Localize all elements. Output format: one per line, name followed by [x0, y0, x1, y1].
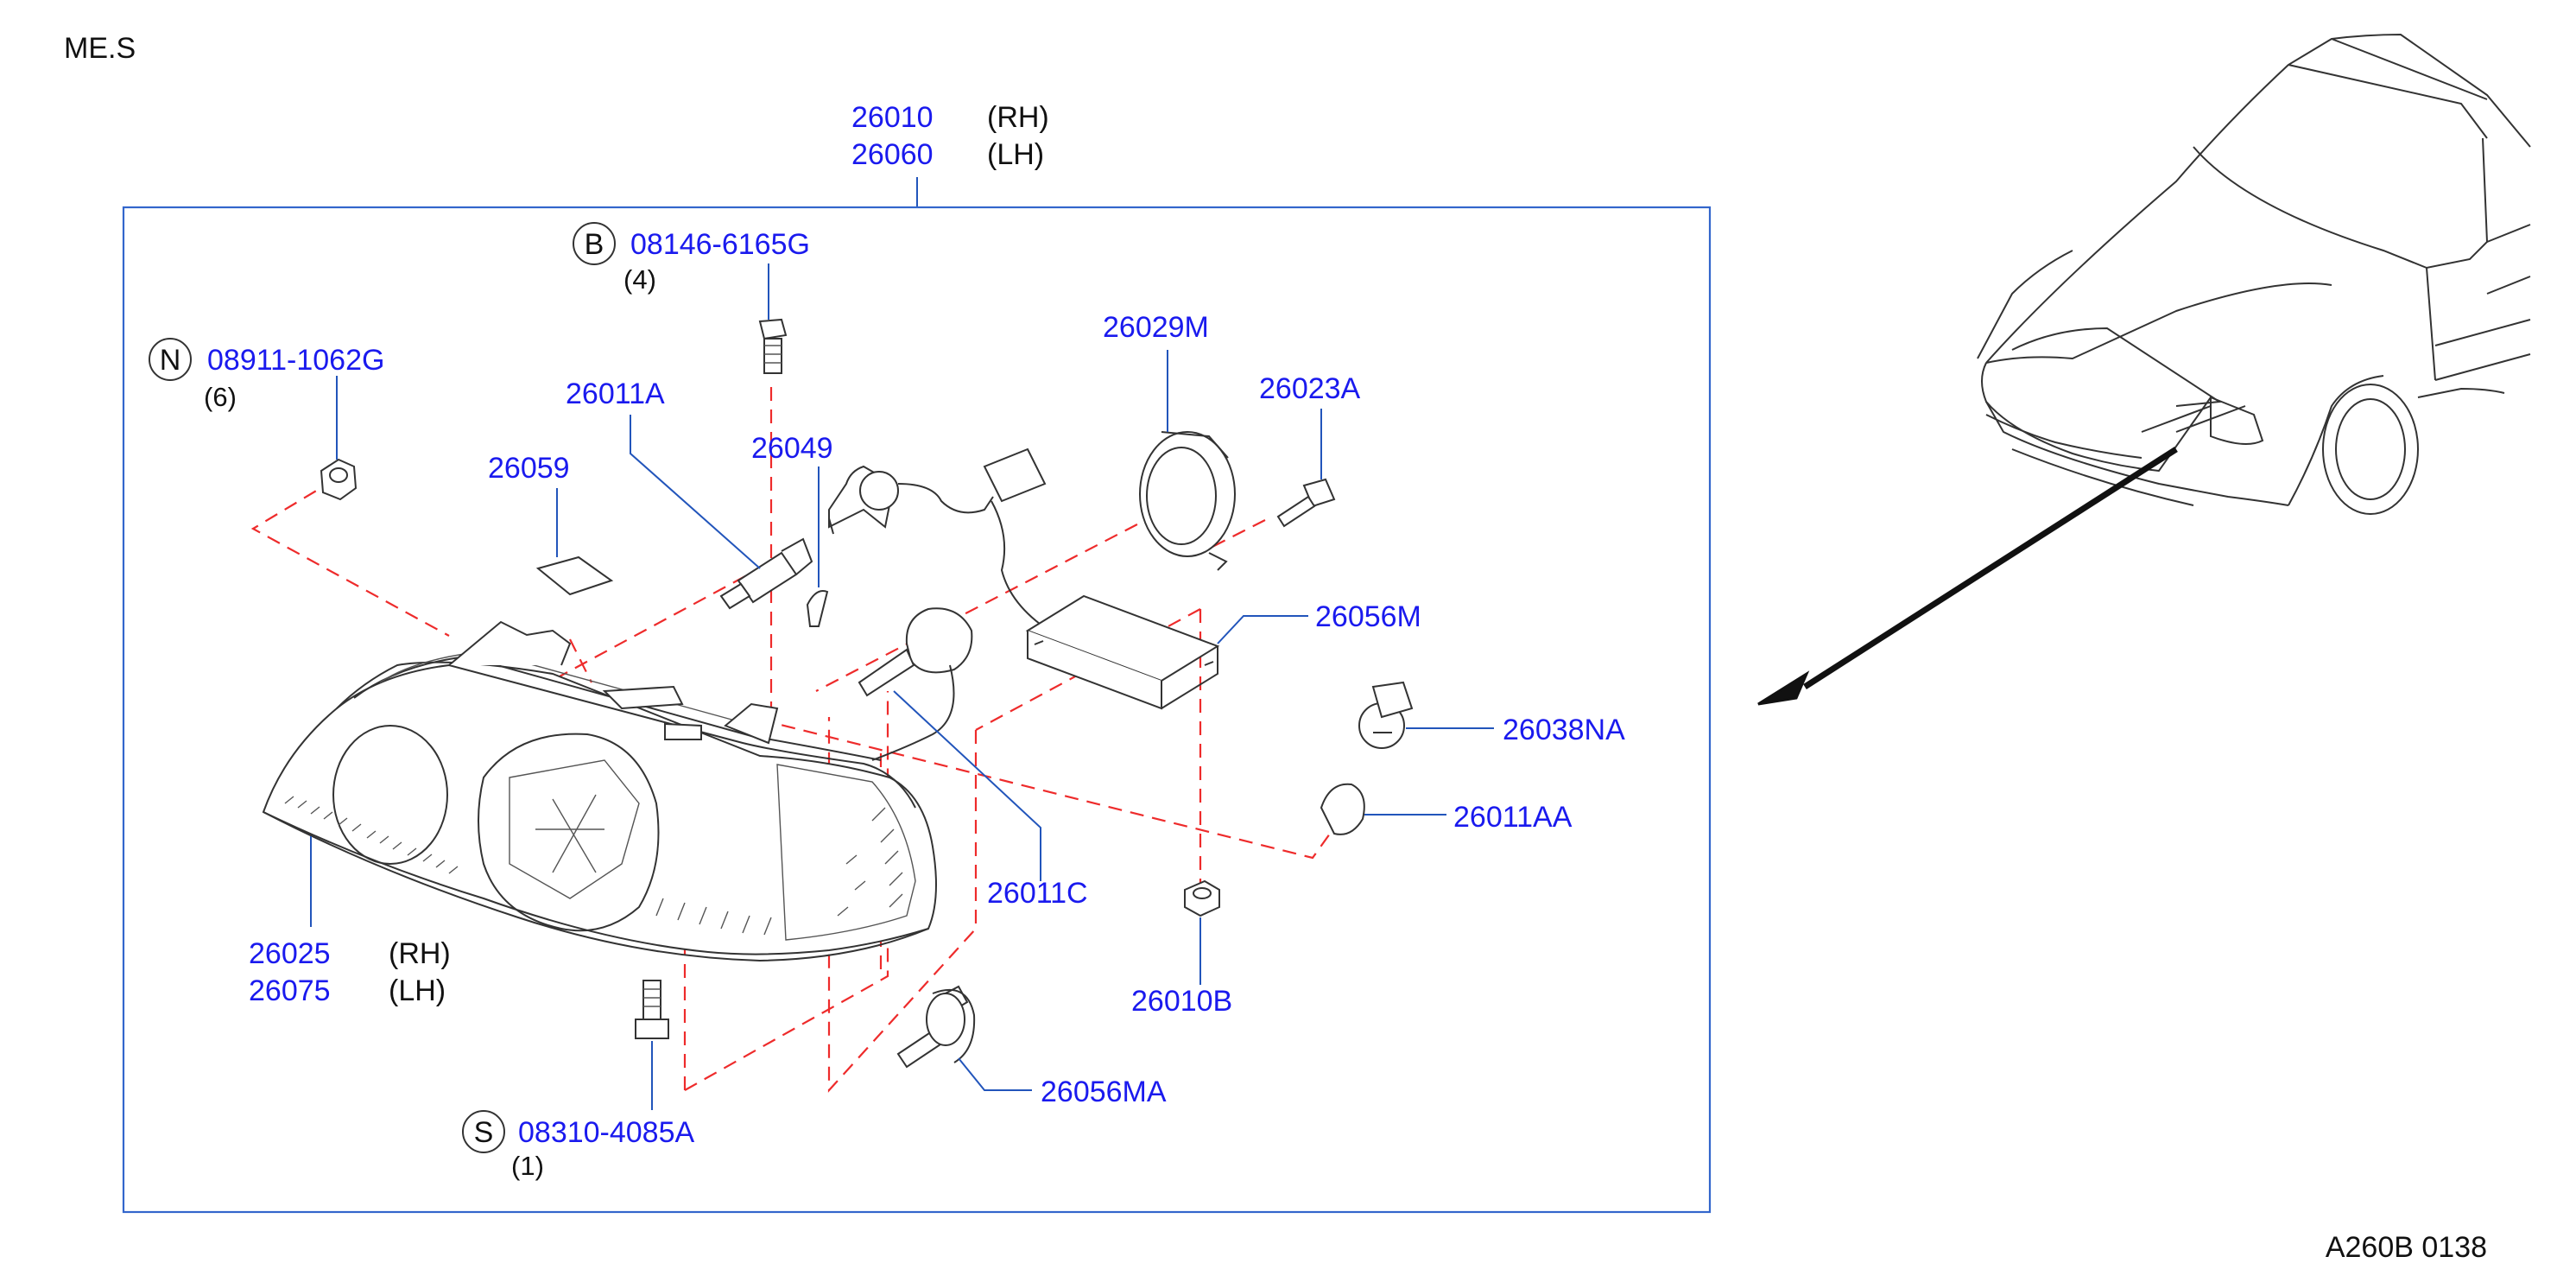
housing-side-lh: (LH) — [389, 974, 446, 1007]
nut-n-drawing — [320, 458, 358, 501]
callout-n-qty: (6) — [204, 382, 237, 412]
callout-retainer-ring[interactable]: 26029M — [1103, 311, 1209, 344]
figure-code: A260B 0138 — [2326, 1231, 2487, 1264]
circle-s-icon — [462, 1110, 505, 1153]
callout-side-bulb[interactable]: 26011AA — [1453, 801, 1573, 834]
callout-b-symbol: B — [585, 228, 604, 261]
nut-drawing — [1184, 879, 1220, 917]
label-sticker-drawing — [535, 555, 614, 596]
assembly-side-lh: (LH) — [987, 138, 1044, 171]
hid-bulb-harness-drawing — [828, 447, 1050, 631]
housing-part-lh[interactable]: 26075 — [249, 974, 331, 1007]
callout-side-socket[interactable]: 26038NA — [1503, 714, 1625, 746]
callout-n-symbol: N — [160, 344, 181, 377]
bolt-b-drawing — [758, 318, 788, 374]
callout-small-bulb[interactable]: 26049 — [751, 432, 833, 465]
locator-arrow-icon — [1803, 447, 2178, 689]
callout-s-symbol: S — [474, 1116, 494, 1149]
assembly-side-rh: (RH) — [987, 101, 1049, 134]
callout-n-part[interactable]: 08911-1062G — [207, 344, 384, 377]
callout-harness[interactable]: 26011C — [987, 877, 1088, 910]
arrow-head-icon — [1757, 670, 1810, 706]
callout-bulb-socket[interactable]: 26011A — [566, 378, 665, 410]
headlamp-housing-drawing — [262, 620, 937, 962]
ballast-drawing — [1025, 594, 1220, 710]
assembly-part-rh[interactable]: 26010 — [851, 101, 934, 134]
small-bulb-drawing — [806, 590, 829, 627]
callout-ring-screw[interactable]: 26023A — [1259, 372, 1361, 405]
retainer-ring-drawing — [1139, 431, 1236, 571]
callout-b-qty: (4) — [623, 264, 656, 295]
assembly-callout: 26010 (RH) 26060 (LH) — [851, 101, 1049, 207]
igniter-connector-drawing — [858, 607, 973, 761]
callout-s-part[interactable]: 08310-4085A — [518, 1116, 695, 1149]
callout-b-part[interactable]: 08146-6165G — [630, 228, 810, 261]
assembly-part-lh[interactable]: 26060 — [851, 138, 934, 171]
bulb-socket-drawing — [719, 537, 813, 610]
callout-ballast[interactable]: 26056M — [1315, 600, 1421, 633]
ring-screw-drawing — [1276, 478, 1336, 528]
callout-igniter[interactable]: 26056MA — [1041, 1076, 1167, 1108]
callout-s-qty: (1) — [511, 1151, 544, 1181]
circle-n-icon — [149, 338, 192, 381]
side-socket-drawing — [1358, 681, 1414, 749]
callout-label-sticker[interactable]: 26059 — [488, 452, 570, 485]
callout-nut[interactable]: 26010B — [1131, 985, 1232, 1018]
section-code: ME.S — [64, 32, 136, 65]
assembly-frame — [122, 206, 1712, 1214]
screw-s-drawing — [635, 980, 669, 1039]
igniter-flange-drawing — [896, 985, 976, 1069]
circle-b-icon — [573, 222, 616, 265]
side-bulb-drawing — [1320, 783, 1365, 835]
housing-side-rh: (RH) — [389, 937, 451, 970]
housing-part-rh[interactable]: 26025 — [249, 937, 331, 970]
car-locator-illustration — [1977, 33, 2531, 515]
